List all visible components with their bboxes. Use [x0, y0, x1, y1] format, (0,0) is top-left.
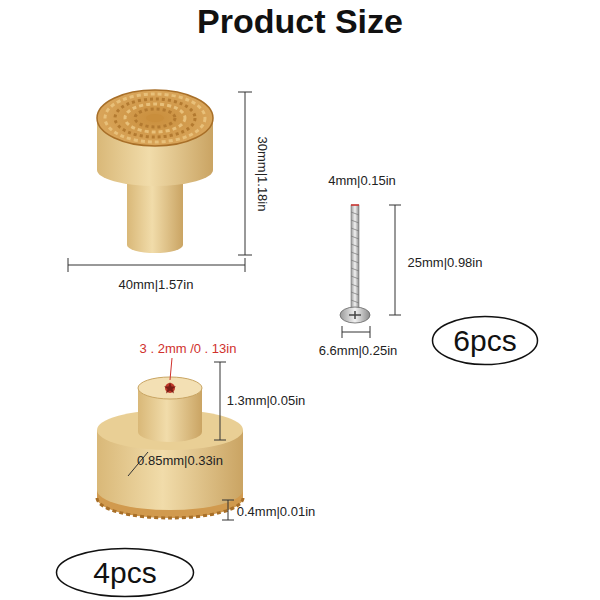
- dimension-lines: [342, 205, 401, 338]
- dimension-label: 6.6mm|0.25in: [319, 343, 398, 358]
- dimension-lines: [68, 92, 252, 272]
- leader-lines: [128, 358, 234, 520]
- count-text: 6pcs: [453, 324, 516, 358]
- ellipse-shape: [433, 317, 538, 365]
- dimension-label: 0.85mm|0.33in: [137, 453, 223, 468]
- dimension-label: 4mm|0.15in: [328, 173, 396, 188]
- dimension-label: 0.4mm|0.01in: [237, 504, 316, 519]
- screw: [340, 205, 370, 323]
- count-ellipse: 6pcs: [431, 315, 539, 366]
- dimension-label: 3 . 2mm /0 . 13in: [140, 341, 237, 356]
- count-text: 4pcs: [93, 556, 156, 590]
- dimension-label: 30mm|1.18in: [255, 137, 270, 212]
- ellipse-shape: [57, 549, 194, 597]
- dimension-label: 1.3mm|0.05in: [227, 393, 306, 408]
- knob-top-view: [97, 90, 213, 253]
- count-ellipse: 4pcs: [55, 547, 195, 598]
- page-title: Product Size: [0, 2, 600, 41]
- knob-bottom-view: [97, 377, 243, 518]
- dimension-label: 40mm|1.57in: [119, 277, 194, 292]
- dimension-label: 25mm|0.98in: [408, 255, 483, 270]
